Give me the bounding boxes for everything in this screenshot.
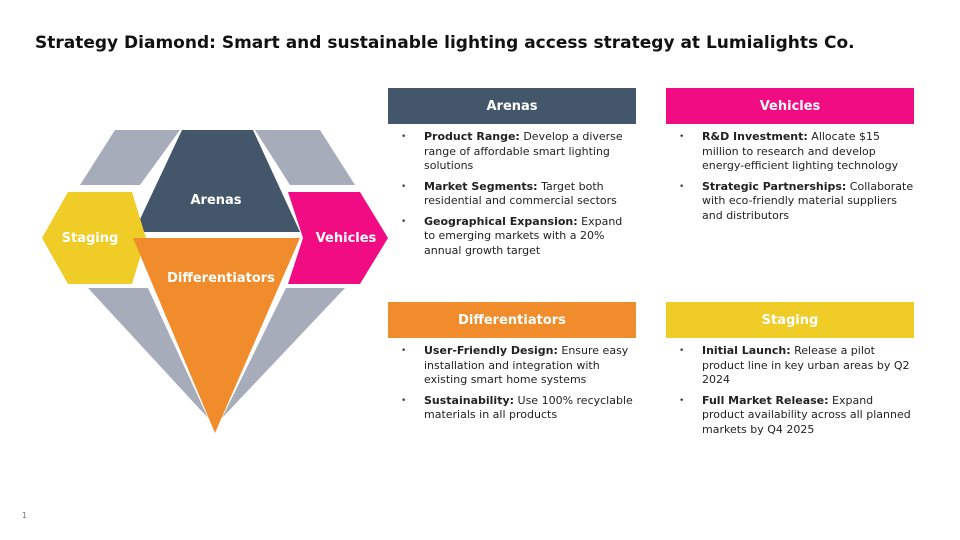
diamond-label-differentiators: Differentiators (167, 271, 275, 286)
arenas-panel: Arenas Product Range: Develop a diverse … (388, 88, 636, 264)
list-item: Strategic Partnerships: Collaborate with… (666, 180, 914, 224)
list-item: Full Market Release: Expand product avai… (666, 394, 914, 438)
differentiators-bullets: User-Friendly Design: Ensure easy instal… (388, 338, 636, 423)
staging-panel: Staging Initial Launch: Release a pilot … (666, 302, 914, 443)
diamond-staging (42, 192, 146, 284)
diamond-label-staging: Staging (62, 231, 119, 246)
list-item: Geographical Expansion: Expand to emergi… (388, 215, 636, 259)
arenas-bullets: Product Range: Develop a diverse range o… (388, 124, 636, 258)
list-item: Initial Launch: Release a pilot product … (666, 344, 914, 388)
diamond-vehicles (288, 192, 388, 284)
list-item: Sustainability: Use 100% recyclable mate… (388, 394, 636, 423)
diamond-facet-top-left (80, 130, 180, 185)
vehicles-panel: Vehicles R&D Investment: Allocate $15 mi… (666, 88, 914, 229)
page-number: 1 (22, 511, 28, 520)
vehicles-panel-header: Vehicles (666, 88, 914, 124)
diamond-differentiators (133, 238, 300, 433)
diamond-arenas (134, 130, 300, 232)
differentiators-panel: Differentiators User-Friendly Design: En… (388, 302, 636, 429)
staging-bullets: Initial Launch: Release a pilot product … (666, 338, 914, 437)
page-title: Strategy Diamond: Smart and sustainable … (35, 33, 855, 53)
vehicles-bullets: R&D Investment: Allocate $15 million to … (666, 124, 914, 223)
diamond-facet-bottom-right (222, 288, 345, 418)
diamond-facet-bottom-left (88, 288, 208, 418)
list-item: Market Segments: Target both residential… (388, 180, 636, 209)
diamond-facet-top-right (255, 130, 355, 185)
arenas-panel-header: Arenas (388, 88, 636, 124)
list-item: R&D Investment: Allocate $15 million to … (666, 130, 914, 174)
list-item: User-Friendly Design: Ensure easy instal… (388, 344, 636, 388)
list-item: Product Range: Develop a diverse range o… (388, 130, 636, 174)
staging-panel-header: Staging (666, 302, 914, 338)
diamond-label-vehicles: Vehicles (316, 231, 377, 246)
diamond-label-arenas: Arenas (190, 193, 241, 208)
differentiators-panel-header: Differentiators (388, 302, 636, 338)
